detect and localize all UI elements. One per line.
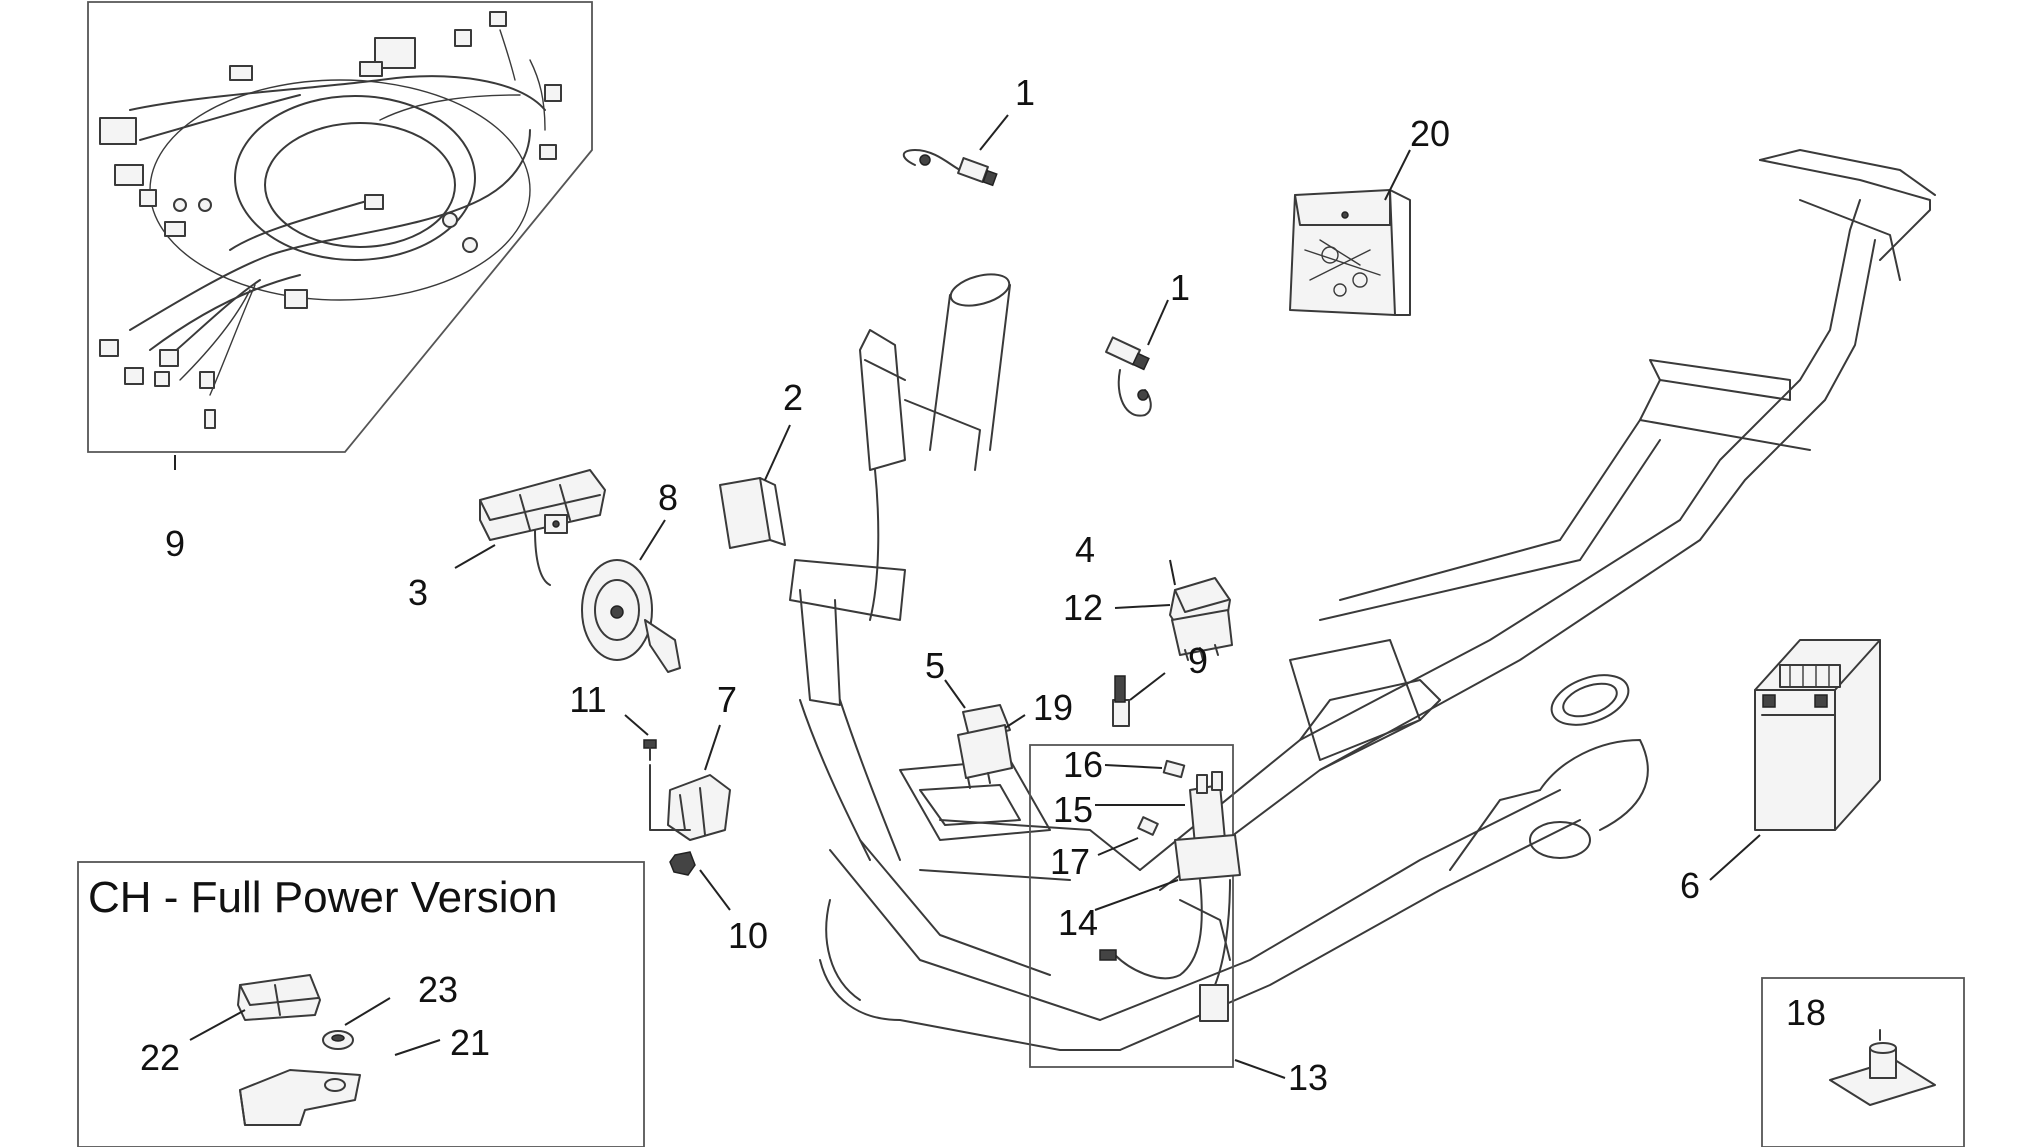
- part-13-relay-base: 12: [1063, 587, 1233, 661]
- part-6-battery: 6: [1680, 639, 1881, 906]
- callout-6: 6: [1680, 865, 1700, 906]
- callout-13: 12: [1063, 587, 1103, 628]
- callout-23: 22: [140, 1037, 180, 1078]
- callout-19: 18: [1786, 992, 1826, 1033]
- callout-16: 15: [1053, 789, 1093, 830]
- callout-7: 7: [717, 679, 737, 720]
- fuse-box-inset: 16 15 17 14 13: [1029, 744, 1328, 1098]
- part-7-bracket: 7: [649, 679, 737, 841]
- part-11-nut: 10: [669, 851, 768, 956]
- part-12-screw: 11: [569, 679, 657, 761]
- callout-18: 17: [1050, 841, 1090, 882]
- wiring-harness-drawing: [99, 11, 562, 429]
- callout-22: 21: [450, 1022, 490, 1063]
- part-19-inset: 18: [1761, 977, 1965, 1147]
- callout-20: 19: [1033, 687, 1073, 728]
- callout-24: 23: [418, 969, 458, 1010]
- callout-3: 3: [408, 572, 428, 613]
- part-2-relay: 2: [719, 377, 803, 549]
- part-8-horn: 8: [581, 477, 681, 673]
- callout-8: 8: [658, 477, 678, 518]
- callout-17: 16: [1063, 744, 1103, 785]
- part-10-fuse: 9: [1112, 640, 1208, 727]
- callout-21: 20: [1410, 113, 1450, 154]
- part-21-document-bag: 20: [1289, 113, 1450, 316]
- part-20-relay-base: 19: [957, 687, 1073, 789]
- wiring-harness-inset: 9: [87, 1, 593, 564]
- callout-9: 9: [165, 523, 185, 564]
- callout-5: 5: [925, 645, 945, 686]
- part-3-regulator: 3: [408, 469, 606, 613]
- part-1-switch-lower: 1: [1105, 267, 1190, 417]
- ch-version-title: CH - Full Power Version: [88, 873, 557, 922]
- callout-2: 2: [783, 377, 803, 418]
- callout-15: 14: [1058, 902, 1098, 943]
- callout-11: 10: [728, 915, 768, 956]
- part-1-switch-upper: 1: [902, 72, 1035, 187]
- callout-1-upper: 1: [1015, 72, 1035, 113]
- callout-14: 13: [1288, 1057, 1328, 1098]
- ch-full-power-version-panel: CH - Full Power Version 22 23 21: [77, 861, 645, 1147]
- callout-1-lower: 1: [1170, 267, 1190, 308]
- callout-10: 9: [1188, 640, 1208, 681]
- callout-4: 4: [1075, 529, 1095, 570]
- callout-12: 11: [569, 679, 606, 720]
